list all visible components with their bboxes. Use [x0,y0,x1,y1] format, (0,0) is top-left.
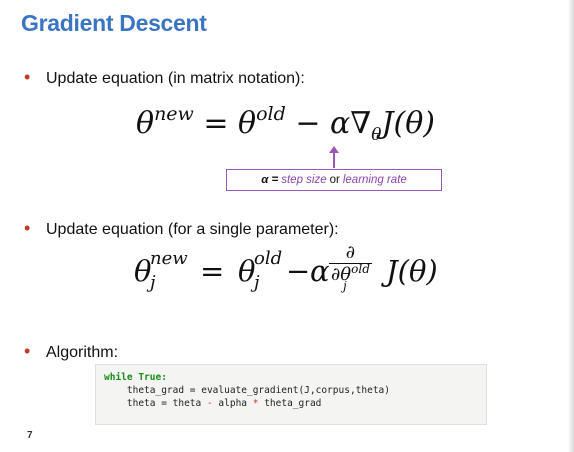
algorithm-code-block: while True: theta_grad = evaluate_gradie… [95,364,487,425]
code-line: theta = theta [104,398,207,409]
bullet-text: Update equation (in matrix notation): [46,70,305,87]
code-line: theta_grad = evaluate_gradient(J,corpus,… [104,385,390,396]
slide-edge-shadow [568,0,574,452]
partial-fraction: ∂ ∂θold j [329,242,372,293]
bullet-dot-icon: • [24,341,31,361]
update-equation-matrix: θnew = θold − α∇θJ(θ) [136,103,435,145]
bullet-text: Algorithm: [46,344,119,361]
slide-title: Gradient Descent [21,10,207,36]
bullet-text: Update equation (for a single parameter)… [46,221,339,238]
bullet-dot-icon: • [24,218,31,238]
bullet-dot-icon: • [24,67,31,87]
page-number: 7 [27,430,33,441]
code-keyword: while True: [104,372,167,383]
callout-arrow-icon [329,146,339,168]
step-size-callout: α = step size or learning rate [226,169,442,191]
